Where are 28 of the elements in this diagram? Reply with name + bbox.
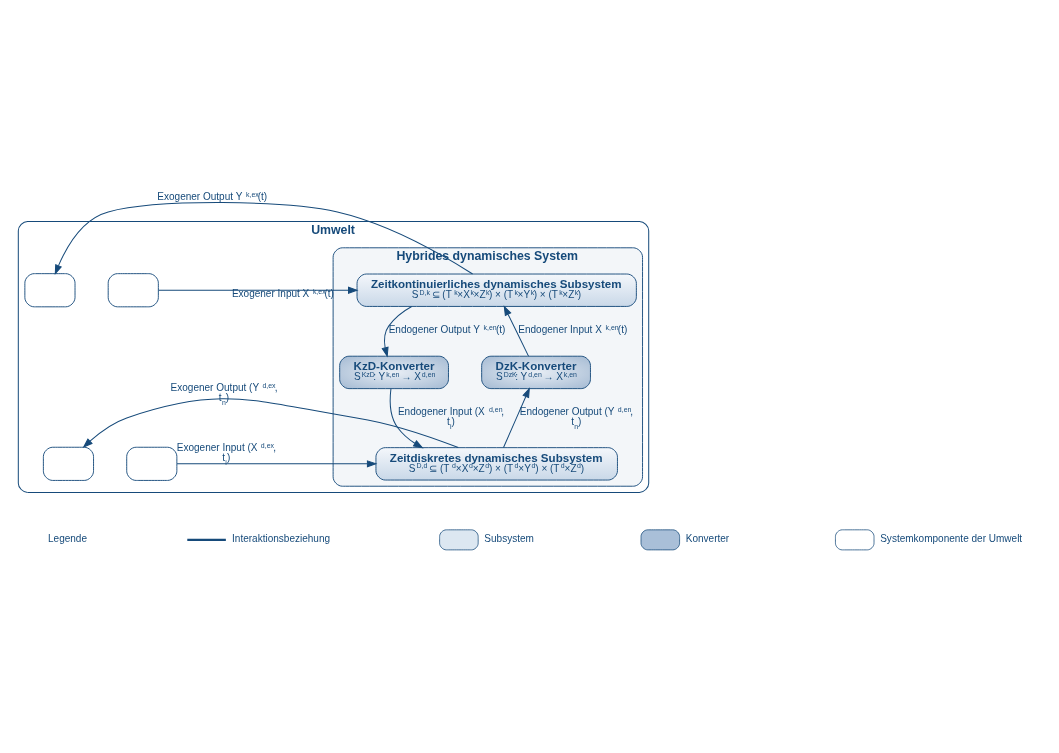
arrow	[389, 388, 423, 449]
arrow	[176, 460, 377, 468]
node-box: DzK-Konverter S$^{DzK}$: Y$^{d,en}$ → X$^{k,en}$	[481, 355, 591, 390]
edge-label: Endogener Output (Y$^{d,en}$, t$_{n}$)	[519, 405, 633, 430]
arrow	[83, 398, 459, 449]
legend-label: Konverter	[685, 533, 730, 545]
node-box	[42, 446, 94, 481]
edge-label: Endogener Input (X$^{d,en}$, t$_{i}$)	[397, 405, 505, 430]
legend-label: Subsystem	[484, 533, 534, 545]
node-box	[107, 273, 159, 308]
node-box: Zeitkontinuierliches dynamisches Subsystem S$^{D,k}$ ⊆ (T$^{k}$×X$^{k}$×Z$^{k}$) × (T$^{k}$×Y$^{k}$) × (T$^{k}$×Z$^{k}$)	[356, 273, 637, 307]
arrow	[158, 286, 358, 294]
legend-label: Interaktionsbeziehung	[232, 533, 331, 545]
edge-label: Endogener Input X$^{k,en}$(t)	[518, 323, 628, 336]
node-box: KzD-Konverter S$^{KzD}$: Y$^{k,en}$ → X$^{d,en}$	[339, 355, 449, 390]
label: Legende	[48, 533, 88, 545]
arrow	[503, 306, 529, 357]
node-box	[24, 273, 76, 308]
arrow	[54, 202, 474, 275]
arrow	[381, 306, 413, 357]
legend-label: Systemkomponente der Umwelt	[880, 533, 1023, 545]
edge-label: Exogener Output Y$^{k,ex}$(t)	[157, 190, 268, 203]
edge-label: Endogener Output Y$^{k,en}$(t)	[388, 323, 506, 336]
arrow	[503, 388, 530, 448]
edge-label: Exogener Input (X$^{d,ex}$, t$_{i}$)	[176, 441, 276, 466]
node-box: Zeitdiskretes dynamisches Subsystem S$^{D,d}$ ⊆ (T$^{d}$×X$^{d}$×Z$^{d}$) × (T$^{d}$×Y$^{d}$) × (T$^{d}$×Z$^{d}$)	[375, 447, 618, 481]
node-box	[126, 446, 178, 481]
edge-label: Exogener Output (Y$^{d,ex}$, t$_{n}$)	[170, 381, 278, 406]
